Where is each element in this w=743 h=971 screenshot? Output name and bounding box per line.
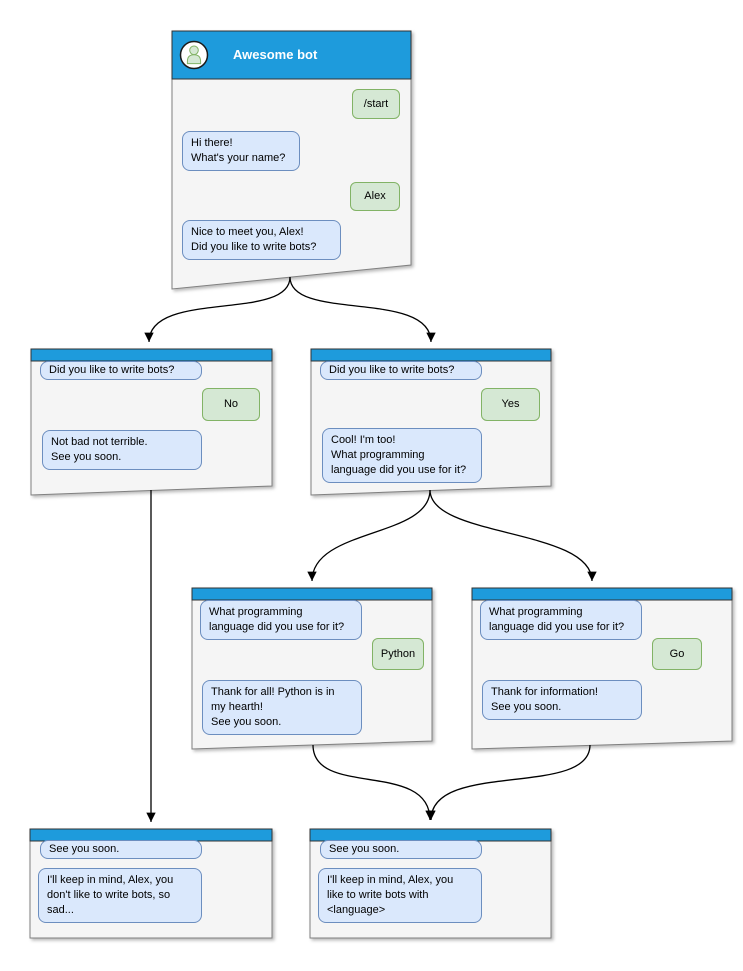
bot-message-bubble: Nice to meet you, Alex! Did you like to … <box>182 220 341 260</box>
chat-window-branch-no-header <box>30 348 273 362</box>
bot-message-bubble: Cool! I'm too! What programming language… <box>322 428 482 483</box>
bot-message-bubble: See you soon. <box>320 840 482 859</box>
user-message-bubble: Yes <box>481 388 540 421</box>
chat-window-start-header <box>171 30 412 80</box>
chat-window-title: Awesome bot <box>233 47 318 62</box>
bot-message-bubble: Hi there! What's your name? <box>182 131 300 171</box>
edge-branch-yes-to-branch-python <box>307 489 431 582</box>
user-message-bubble: Alex <box>350 182 400 211</box>
bot-message-bubble: I'll keep in mind, Alex, you like to wri… <box>318 868 482 923</box>
chat-windows <box>29 30 733 939</box>
edge-branch-yes-to-branch-go <box>429 489 597 582</box>
bot-message-bubble: Thank for all! Python is in my hearth! S… <box>202 680 362 735</box>
edge-branch-python-to-end-yes <box>312 744 435 821</box>
chat-window-branch-go-header <box>471 587 733 601</box>
bot-message-bubble: What programming language did you use fo… <box>200 600 362 640</box>
bot-message-bubble: See you soon. <box>40 840 202 859</box>
user-message-bubble: /start <box>352 89 400 119</box>
edge-start-to-branch-yes <box>289 276 436 343</box>
connectors <box>144 276 597 822</box>
edge-start-to-branch-no <box>144 276 291 343</box>
bot-message-bubble: I'll keep in mind, Alex, you don't like … <box>38 868 202 923</box>
bot-message-bubble: Not bad not terrible. See you soon. <box>42 430 202 470</box>
person-icon <box>186 45 202 65</box>
bot-message-bubble: What programming language did you use fo… <box>480 600 642 640</box>
bot-message-bubble: Did you like to write bots? <box>320 361 482 380</box>
user-message-bubble: Go <box>652 638 702 670</box>
chat-window-branch-python-header <box>191 587 433 601</box>
user-message-bubble: No <box>202 388 260 421</box>
chat-window-branch-yes-header <box>310 348 552 362</box>
user-message-bubble: Python <box>372 638 424 670</box>
edge-branch-go-to-end-yes <box>426 744 591 821</box>
bot-message-bubble: Did you like to write bots? <box>40 361 202 380</box>
bot-message-bubble: Thank for information! See you soon. <box>482 680 642 720</box>
